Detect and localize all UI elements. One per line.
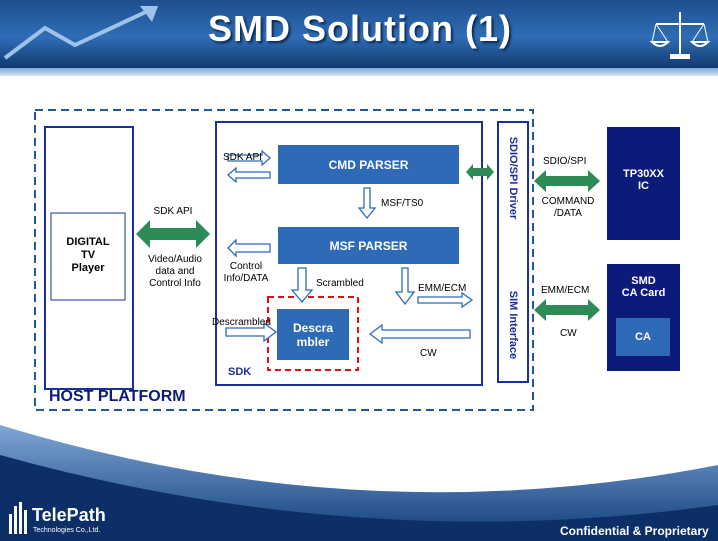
descrambler-label-2: mbler xyxy=(296,334,330,349)
cw-inner-label: CW xyxy=(420,348,437,359)
command-data-label: COMMAND /DATA xyxy=(538,196,598,220)
digital-tv-label: DIGITAL TV Player xyxy=(51,236,125,275)
green-arrow-sim xyxy=(534,299,600,321)
digital-tv-outer xyxy=(44,126,134,390)
arrow-emm-right xyxy=(417,291,474,309)
arrow-scrambled-down xyxy=(290,267,314,304)
sdio-spi-driver-label: SDIO/SPI Driver xyxy=(507,136,519,220)
video-audio-line-3: Control Info xyxy=(149,278,201,289)
header-banner xyxy=(0,0,718,68)
host-platform-border xyxy=(34,109,534,411)
arrow-control-info xyxy=(227,238,271,258)
sdk-api-inner-label: SDK API xyxy=(223,152,262,163)
arrow-emm-down xyxy=(394,267,416,306)
descrambler-box: Descra mbler xyxy=(277,309,349,360)
descrambled-label: Descrambled xyxy=(212,317,271,328)
green-arrow-cmd-driver xyxy=(466,164,494,180)
control-info-line-2: Info/DATA xyxy=(223,273,269,284)
msf-parser-box: MSF PARSER xyxy=(278,227,459,264)
control-info-label: Control Info/DATA xyxy=(222,261,270,285)
digital-tv-box xyxy=(50,212,126,301)
sim-interface-label: SIM Interface xyxy=(507,290,519,360)
trend-arrow-icon xyxy=(3,6,158,60)
green-arrow-sdk xyxy=(136,220,210,248)
scales-icon xyxy=(649,12,711,59)
arrow-sdk-api-right xyxy=(227,149,271,167)
cmd-parser-box: CMD PARSER xyxy=(278,145,459,184)
page-title: SMD Solution (1) xyxy=(208,8,512,49)
ca-card-label: CA Card xyxy=(621,287,666,299)
smd-label: SMD xyxy=(631,275,656,287)
digital-label: DIGITAL xyxy=(66,236,110,248)
ic-label: IC xyxy=(638,180,649,192)
green-arrow-sdio xyxy=(534,170,600,192)
arrow-cw-left xyxy=(368,323,471,345)
player-label: Player xyxy=(71,262,105,274)
arrow-sdk-api-left xyxy=(227,166,271,184)
tp30xx-label: TP30XX xyxy=(623,168,664,180)
cw-right-label: CW xyxy=(560,328,577,339)
video-audio-label: Video/Audio data and Control Info xyxy=(140,254,210,290)
msf-ts0-label: MSF/TS0 xyxy=(381,198,424,209)
header-stripe xyxy=(0,68,718,76)
descrambler-dashed-border xyxy=(267,296,359,371)
command-line: COMMAND xyxy=(541,196,595,207)
descrambler-label-1: Descra xyxy=(292,320,334,335)
emm-ecm-inner-label: EMM/ECM xyxy=(418,283,467,294)
arrow-descrambled xyxy=(225,321,278,343)
data-line: /DATA xyxy=(554,208,582,219)
tv-label: TV xyxy=(80,249,96,261)
company-sub: Technologies Co.,Ltd. xyxy=(33,527,101,534)
arrow-msf-down xyxy=(357,187,377,220)
driver-column xyxy=(497,121,529,383)
sdio-spi-label: SDIO/SPI xyxy=(543,156,587,167)
sdk-box xyxy=(215,121,483,386)
video-audio-line-1: Video/Audio xyxy=(148,254,202,265)
video-audio-line-2: data and xyxy=(155,266,195,277)
footer-wave xyxy=(0,425,718,541)
emm-ecm-right-label: EMM/ECM xyxy=(541,285,590,296)
control-info-line-1: Control xyxy=(229,261,263,272)
host-platform-label: HOST PLATFORM xyxy=(49,388,186,405)
sdk-label: SDK xyxy=(228,366,252,378)
scrambled-label: Scrambled xyxy=(316,278,364,289)
confidential-label: Confidential & Proprietary xyxy=(560,524,709,538)
ca-box: CA xyxy=(616,318,670,356)
company-name: TelePath xyxy=(32,505,106,525)
sdk-api-left-label: SDK API xyxy=(153,206,193,217)
tp30xx-ic-box: TP30XX IC xyxy=(607,127,680,240)
telepath-logo-icon xyxy=(9,502,27,534)
